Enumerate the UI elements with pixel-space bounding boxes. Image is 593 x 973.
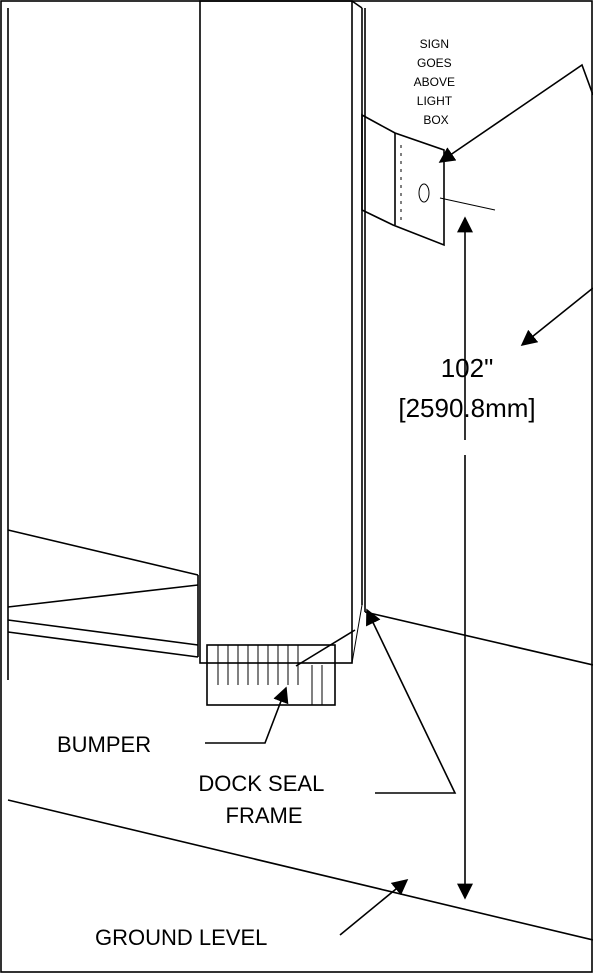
sign-note-line-3: ABOVE xyxy=(414,75,455,89)
ground-level-line xyxy=(7,799,593,941)
dock-seal-post xyxy=(199,0,363,664)
bumper-leader xyxy=(205,686,289,744)
sign-note-label: SIGN GOES ABOVE LIGHT BOX xyxy=(414,37,459,127)
sign-note-line-1: SIGN xyxy=(420,37,449,51)
leader-lines xyxy=(205,63,593,936)
dock-seal-frame-line-1: DOCK SEAL xyxy=(198,771,324,796)
ground-level-leader xyxy=(339,878,409,936)
ground-level-label: GROUND LEVEL xyxy=(95,925,267,950)
dimension-side-leader xyxy=(520,287,593,347)
dock-wall xyxy=(7,8,199,680)
dimension-metric-label: [2590.8mm] xyxy=(398,393,535,423)
sign-note-line-4: LIGHT xyxy=(417,94,453,108)
dimension-line xyxy=(439,197,496,900)
light-box xyxy=(361,113,445,247)
sign-note-line-5: BOX xyxy=(423,113,448,127)
sign-note-line-2: GOES xyxy=(417,56,452,70)
bumper-block xyxy=(206,644,336,706)
dock-seal-frame xyxy=(295,8,593,667)
dock-seal-frame-leader xyxy=(366,608,457,794)
sign-leader xyxy=(438,63,593,163)
dock-seal-frame-line-2: FRAME xyxy=(226,803,303,828)
bumper-label: BUMPER xyxy=(57,732,151,757)
dock-seal-frame-label: DOCK SEAL FRAME xyxy=(198,771,329,828)
dimension-imperial-label: 102" xyxy=(441,353,494,383)
light-box-mount-hole xyxy=(418,183,430,203)
